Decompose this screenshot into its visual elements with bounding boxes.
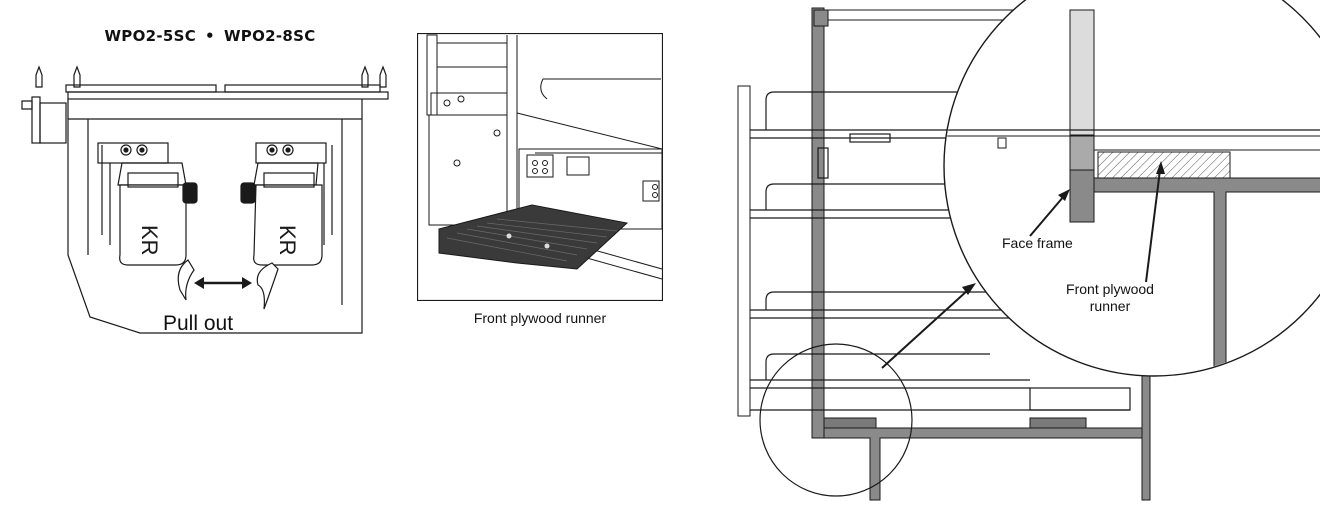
- photo-caption: Front plywood runner: [473, 310, 607, 326]
- model-b-label: WPO2-8SC: [223, 27, 316, 45]
- pull-out-label: Pull out: [163, 312, 234, 335]
- model-a-label: WPO2-5SC: [104, 27, 197, 45]
- face-frame-label: Face frame: [1002, 235, 1073, 251]
- model-title: WPO2-5SC • WPO2-8SC: [60, 27, 360, 45]
- separator-dot: •: [205, 27, 215, 45]
- badge-right: KR: [275, 225, 300, 256]
- front-plywood-runner-label: Front plywood runner: [1045, 281, 1175, 315]
- basket-bottom-view-diagram: KR KR: [21, 65, 389, 334]
- cabinet-side-view-diagram: [737, 0, 1320, 501]
- runner-label-line2: runner: [1089, 298, 1131, 314]
- front-plywood-runner-photo: [417, 33, 663, 301]
- badge-left: KR: [137, 225, 162, 256]
- runner-label-line1: Front plywood: [1066, 281, 1154, 297]
